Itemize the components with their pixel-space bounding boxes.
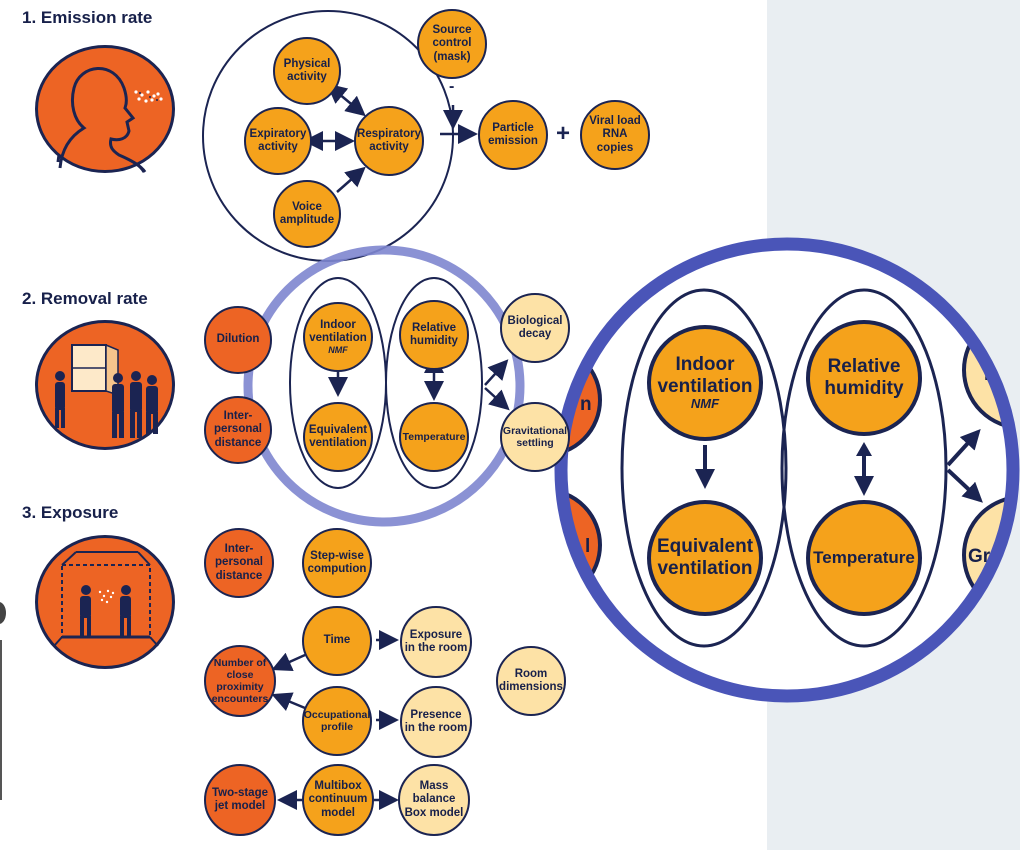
node-expiratory-activity: Expiratory activity [244, 107, 312, 175]
zoom-ventilation-ellipse [620, 288, 788, 648]
node-interpersonal-distance-exposure: Inter-personal distance [204, 528, 274, 598]
emission-icon-circle [35, 45, 175, 173]
zoom-edge-label-left-bottom: l [585, 536, 590, 557]
humidity-group-ellipse [385, 277, 483, 489]
arrow-voice-respiratory [336, 166, 366, 193]
node-voice-amplitude: Voice amplitude [273, 180, 341, 248]
zoom-indoor-ventilation-nmf: NMF [690, 396, 720, 412]
node-occupational-profile: Occupational profile [302, 686, 372, 756]
node-exposure-in-room: Exposure in the room [400, 606, 472, 678]
node-interpersonal-distance-removal: Inter-personal distance [204, 396, 272, 464]
section-title-emission: 1. Emission rate [22, 8, 153, 27]
arrow-to-biological [484, 359, 509, 386]
zoom-edge-label-left-top: n [580, 394, 592, 415]
zoom-lens-ring [554, 237, 1020, 703]
exposure-room-icon [53, 551, 159, 647]
node-physical-activity: Physical activity [273, 37, 341, 105]
zoom-indoor-ventilation-label: Indoor ventilation [657, 353, 753, 397]
node-multibox-continuum: Multibox continuum model [302, 764, 374, 836]
zoom-humidity-ellipse [780, 288, 948, 648]
magnifier-source-ring [243, 245, 525, 527]
node-equivalent-ventilation: Equivalent ventilation [303, 402, 373, 472]
node-room-dimensions: Room dimensions [496, 646, 566, 716]
node-relative-humidity: Relative humidity [399, 300, 469, 370]
node-stepwise-compution: Step-wise compution [302, 528, 372, 598]
node-time: Time [302, 606, 372, 676]
section-title-removal: 2. Removal rate [22, 289, 148, 308]
zoom-node-relative-humidity: Relative humidity [806, 320, 922, 436]
arrow-time-close-proximity [271, 652, 306, 671]
node-presence-in-room: Presence in the room [400, 686, 472, 758]
source-minus-sign: - [449, 78, 455, 95]
zoom-node-equivalent-ventilation: Equivalent ventilation [647, 500, 763, 616]
node-mass-balance: Mass balance Box model [398, 764, 470, 836]
indoor-ventilation-label: Indoor ventilation [309, 318, 367, 344]
node-dilution: Dilution [204, 306, 272, 374]
node-gravitational-settling: Gravitational settling [500, 402, 570, 472]
exposure-icon-circle [35, 535, 175, 669]
section-title-exposure: 3. Exposure [22, 503, 119, 522]
node-two-stage-jet: Two-stage jet model [204, 764, 276, 836]
zoom-node-temperature: Temperature [806, 500, 922, 616]
node-temperature: Temperature [399, 402, 469, 472]
node-biological-decay: Biological decay [500, 293, 570, 363]
indoor-ventilation-nmf: NMF [328, 345, 348, 356]
emission-person-icon [58, 67, 163, 173]
plus-sign: + [556, 120, 571, 147]
left-edge-line [0, 640, 2, 800]
left-edge-handle[interactable] [0, 602, 6, 624]
arrow-occupational-close-proximity [271, 692, 306, 711]
arrow-to-gravitational [484, 387, 510, 411]
zoom-arrow-right-up [946, 429, 981, 467]
node-particle-emission: Particle emission [478, 100, 548, 170]
node-viral-load: Viral load RNA copies [580, 100, 650, 170]
zoom-arrow-humidity-up-head [856, 442, 872, 456]
removal-window-people-icon [55, 343, 158, 438]
node-close-proximity: Number of close proximity encounters [204, 645, 276, 717]
node-respiratory-activity: Respiratory activity [354, 106, 424, 176]
arrow-physical-respiratory [326, 83, 366, 117]
node-source-control: Source control (mask) [417, 9, 487, 79]
zoom-arrow-right-down [946, 468, 983, 503]
